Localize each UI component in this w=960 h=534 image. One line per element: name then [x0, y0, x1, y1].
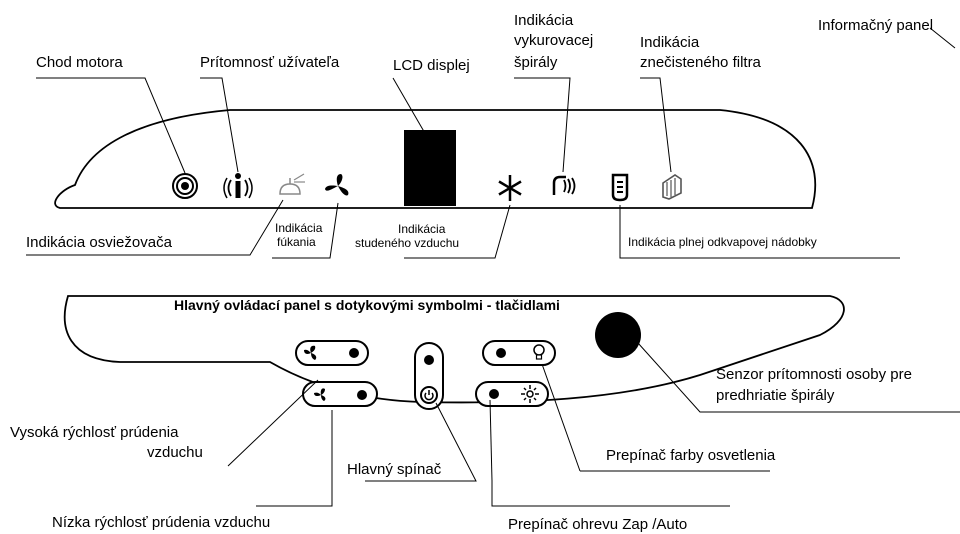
freshener-icon: [279, 173, 305, 195]
label-heater-3: špirály: [514, 54, 558, 71]
snowflake-icon: [498, 175, 522, 201]
label-high-speed-2: vzduchu: [147, 444, 203, 461]
label-fan-1: Indikácia: [275, 221, 323, 235]
high-speed-button[interactable]: [295, 340, 369, 366]
low-speed-button[interactable]: [302, 381, 378, 407]
label-main-switch: Hlavný spínač: [347, 461, 442, 478]
label-sensor-1: Senzor prítomnosti osoby pre: [716, 366, 912, 383]
label-heating-mode: Prepínač ohrevu Zap /Auto: [508, 516, 688, 533]
filter-icon: [662, 174, 682, 200]
label-heater-2: vykurovacej: [514, 32, 594, 49]
main-power-switch[interactable]: [414, 342, 444, 410]
sun-icon: [521, 385, 539, 403]
presence-sensor: [595, 312, 641, 358]
label-sensor-2: predhriatie špirály: [716, 387, 835, 404]
label-low-speed: Nízka rýchlosť prúdenia vzduchu: [52, 514, 271, 531]
heating-mode-button[interactable]: [475, 381, 549, 407]
info-panel-outline: [54, 109, 817, 209]
label-high-speed-1: Vysoká rýchlosť prúdenia: [10, 424, 179, 441]
leader-lines: [26, 27, 960, 507]
label-motor: Chod motora: [36, 54, 123, 71]
label-freshener: Indikácia osviežovača: [26, 234, 172, 251]
label-cold-2: studeného vzduchu: [355, 236, 460, 250]
label-light-color: Prepínač farby osvetlenia: [606, 447, 776, 464]
label-filter-2: znečisteného filtra: [640, 54, 761, 71]
label-heater-1: Indikácia: [514, 12, 574, 29]
lcd-display: [404, 130, 456, 206]
water-tank-icon: [611, 173, 629, 202]
fan-icon: [325, 174, 349, 196]
heater-coil-icon: [552, 175, 576, 195]
label-presence: Prítomnosť užívateľa: [200, 54, 340, 71]
label-main-panel: Hlavný ovládací panel s dotykovými symbo…: [174, 297, 560, 313]
label-filter-1: Indikácia: [640, 34, 700, 51]
light-color-button[interactable]: [482, 340, 556, 366]
label-info-panel: Informačný panel: [818, 17, 934, 34]
label-cold-1: Indikácia: [398, 222, 446, 236]
fan-icon: [314, 388, 326, 401]
fan-icon: [304, 345, 317, 360]
label-fan-2: fúkania: [277, 235, 316, 249]
person-presence-icon: [223, 173, 253, 199]
label-tank: Indikácia plnej odkvapovej nádobky: [628, 235, 817, 249]
bulb-icon: [533, 344, 545, 360]
label-lcd: LCD displej: [393, 57, 470, 74]
power-icon: [420, 386, 438, 404]
motor-icon: [172, 173, 198, 199]
